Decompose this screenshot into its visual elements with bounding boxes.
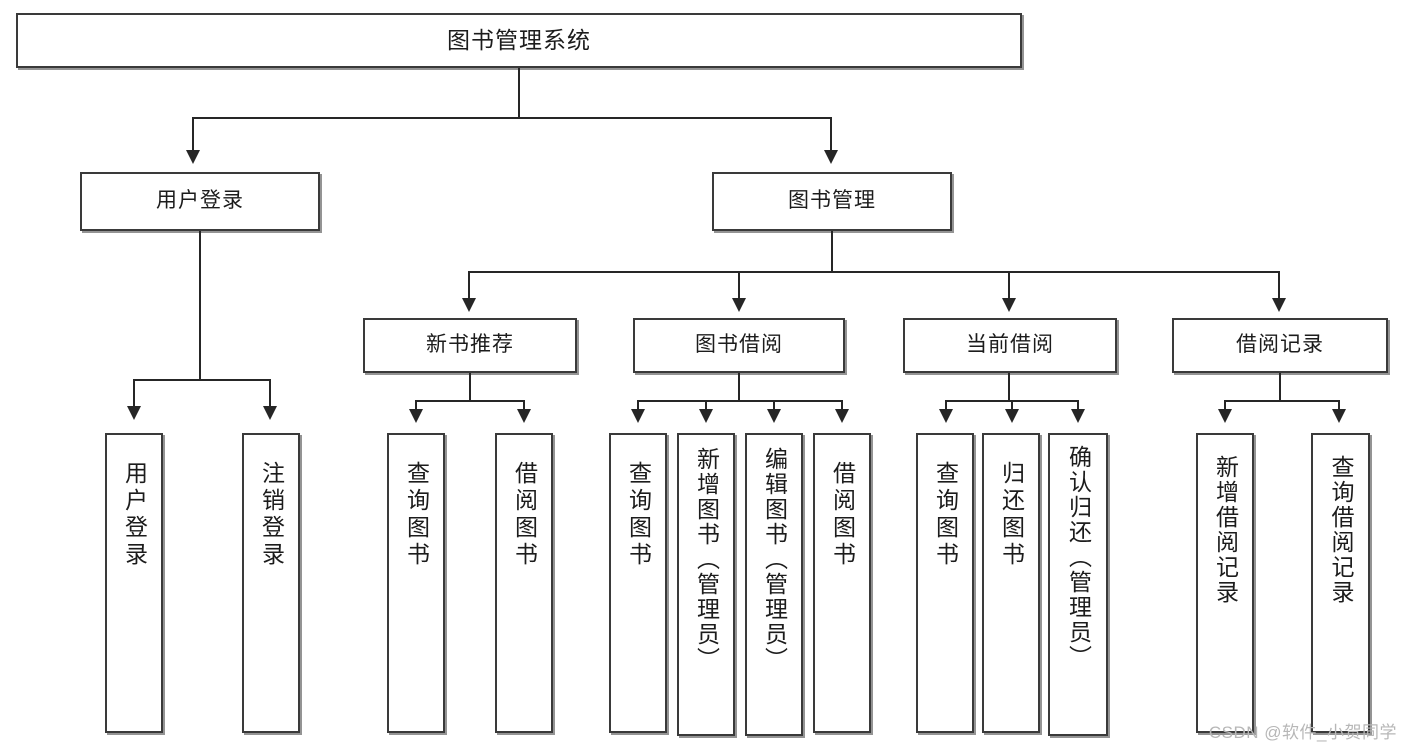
arrowhead-borrow-leaf3 [767,409,781,423]
connector-userlogin-leaf2 [269,379,271,409]
leaf-current-search-book[interactable]: 查询图书 [916,433,974,733]
connector-root-bus [192,117,832,119]
connector-record-trunk [1279,373,1281,400]
node-label: 注销登录 [258,461,285,569]
leaf-current-confirm-return-admin[interactable]: 确认归还（管理员） [1048,433,1108,736]
leaf-record-add-record[interactable]: 新增借阅记录 [1196,433,1254,733]
node-book-borrow[interactable]: 图书借阅 [633,318,845,373]
connector-level3-bus [468,271,1280,273]
arrowhead-userlogin-leaf1 [127,406,141,420]
connector-record-leaf1 [1224,400,1226,412]
node-current-borrow[interactable]: 当前借阅 [903,318,1117,373]
node-label: 图书管理 [788,189,876,213]
connector-borrow-leaf3 [773,400,775,412]
node-label: 图书借阅 [695,333,783,357]
arrowhead-current-leaf1 [939,409,953,423]
connector-root-to-user-login [192,117,194,153]
node-new-book-recommend[interactable]: 新书推荐 [363,318,577,373]
connector-current-leaf1 [945,400,947,412]
leaf-recommend-search-book[interactable]: 查询图书 [387,433,445,733]
leaf-recommend-borrow-book[interactable]: 借阅图书 [495,433,553,733]
node-borrow-record[interactable]: 借阅记录 [1172,318,1388,373]
arrowhead-book-borrow [732,298,746,312]
leaf-record-search-record[interactable]: 查询借阅记录 [1311,433,1370,733]
arrowhead-record-leaf2 [1332,409,1346,423]
node-label: 确认归还（管理员） [1065,445,1092,670]
node-label: 查询图书 [932,461,959,569]
connector-borrow-leaf4 [841,400,843,412]
node-label: 查询图书 [403,461,430,569]
arrowhead-borrow-leaf4 [835,409,849,423]
connector-userlogin-leaf1 [133,379,135,409]
node-label: 归还图书 [998,461,1025,569]
leaf-current-return-book[interactable]: 归还图书 [982,433,1040,733]
connector-borrow-trunk [738,373,740,400]
connector-userlogin-trunk [199,231,201,379]
connector-borrow-leaf2 [705,400,707,412]
connector-current-leaf2 [1011,400,1013,412]
node-label: 编辑图书（管理员） [761,447,788,672]
leaf-user-login[interactable]: 用户登录 [105,433,163,733]
arrowhead-record-leaf1 [1218,409,1232,423]
connector-root-trunk [518,68,520,117]
connector-userlogin-bus [133,379,271,381]
node-label: 用户登录 [156,189,244,213]
leaf-borrow-edit-book-admin[interactable]: 编辑图书（管理员） [745,433,803,736]
connector-recommend-trunk [469,373,471,400]
connector-record-bus [1224,400,1340,402]
arrowhead-borrow-leaf2 [699,409,713,423]
node-label: 新增图书（管理员） [693,447,720,672]
connector-to-new-book-recommend [468,271,470,301]
connector-root-to-book-manage [830,117,832,153]
arrowhead-current-borrow [1002,298,1016,312]
node-label: 借阅图书 [829,461,856,569]
arrowhead-new-book-recommend [462,298,476,312]
connector-recommend-leaf1 [415,400,417,412]
arrowhead-recommend-leaf2 [517,409,531,423]
connector-to-book-borrow [738,271,740,301]
connector-to-current-borrow [1008,271,1010,301]
connector-recommend-bus [415,400,525,402]
connector-current-leaf3 [1077,400,1079,412]
arrowhead-borrow-record [1272,298,1286,312]
connector-to-borrow-record [1278,271,1280,301]
arrowhead-recommend-leaf1 [409,409,423,423]
arrowhead-current-leaf3 [1071,409,1085,423]
node-user-login[interactable]: 用户登录 [80,172,320,231]
connector-recommend-leaf2 [523,400,525,412]
node-label: 当前借阅 [966,333,1054,357]
node-label: 借阅记录 [1236,333,1324,357]
node-label: 图书管理系统 [447,27,591,54]
node-label: 查询图书 [625,461,652,569]
arrowhead-current-leaf2 [1005,409,1019,423]
connector-borrow-leaf1 [637,400,639,412]
arrowhead-user-login [186,150,200,164]
leaf-borrow-add-book-admin[interactable]: 新增图书（管理员） [677,433,735,736]
leaf-borrow-borrow-book[interactable]: 借阅图书 [813,433,871,733]
node-label: 新书推荐 [426,333,514,357]
connector-bookmanage-trunk [831,231,833,271]
node-book-management[interactable]: 图书管理 [712,172,952,231]
node-label: 查询借阅记录 [1328,455,1354,605]
node-label: 新增借阅记录 [1212,455,1239,605]
connector-current-trunk [1008,373,1010,400]
leaf-logout[interactable]: 注销登录 [242,433,300,733]
node-book-management-system[interactable]: 图书管理系统 [16,13,1022,68]
arrowhead-borrow-leaf1 [631,409,645,423]
arrowhead-userlogin-leaf2 [263,406,277,420]
connector-borrow-bus [637,400,843,402]
arrowhead-book-manage [824,150,838,164]
leaf-borrow-search-book[interactable]: 查询图书 [609,433,667,733]
connector-record-leaf2 [1338,400,1340,412]
node-label: 借阅图书 [511,461,538,569]
node-label: 用户登录 [121,461,148,569]
